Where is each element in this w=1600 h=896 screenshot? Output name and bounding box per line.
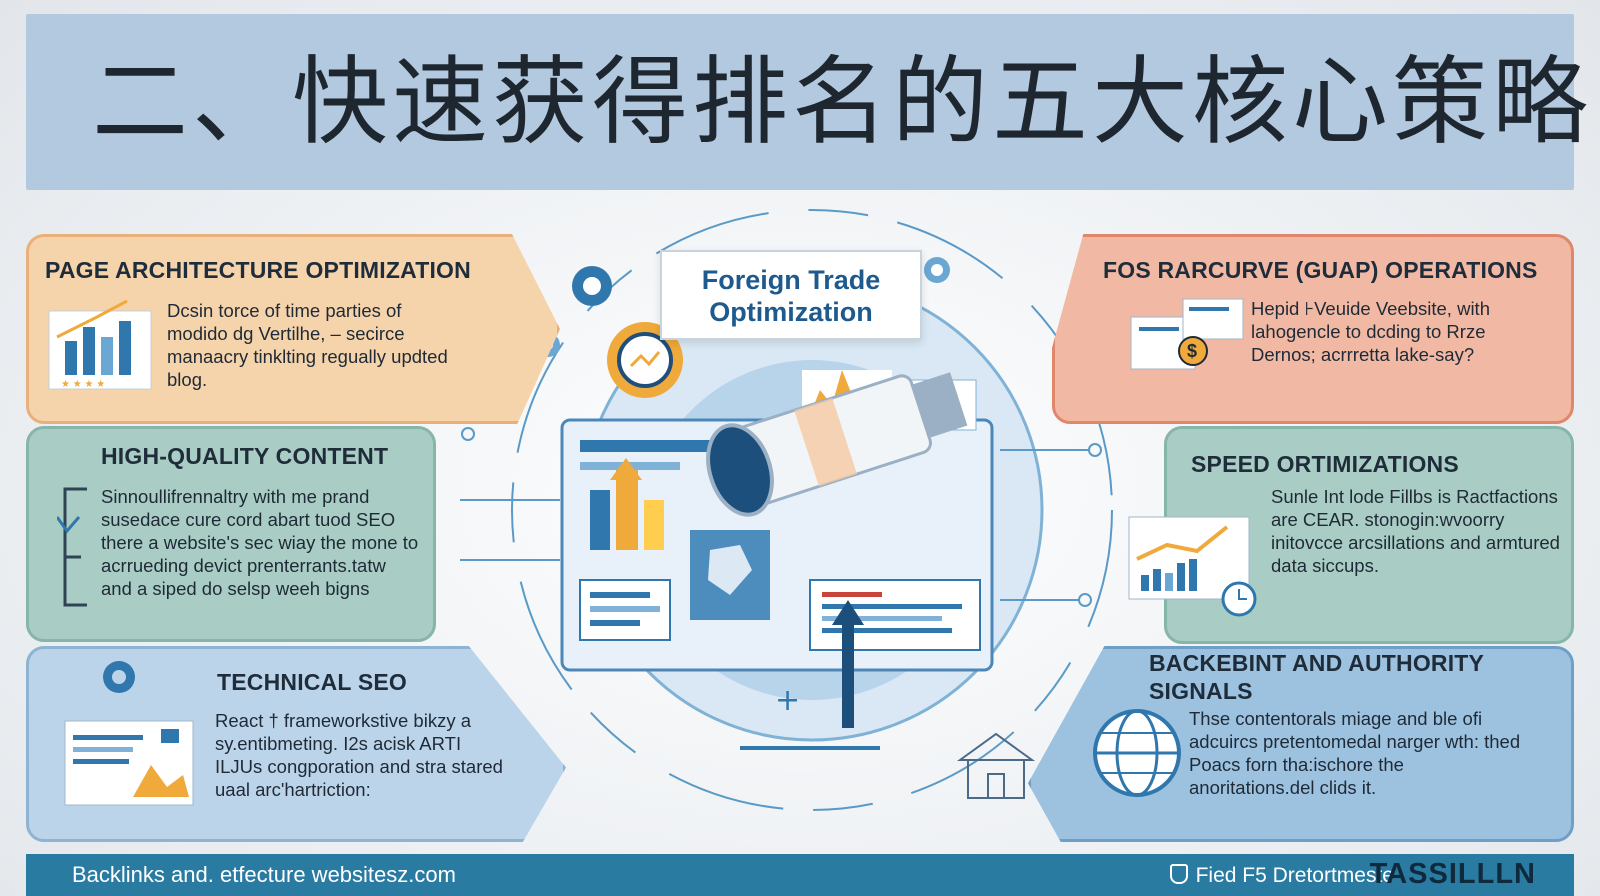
gear-lock-document-icon <box>64 661 194 806</box>
panel-text: Hepid ⊦Veuide Veebsite, with lahogencle … <box>1251 298 1490 365</box>
panel-text: Sunle Int lode Fillbs is Ractfactions ar… <box>1271 486 1560 576</box>
svg-text:★ ★ ★ ★: ★ ★ ★ ★ <box>61 379 105 390</box>
footer-left-text[interactable]: Backlinks and. etfecture websitesz.com <box>72 862 456 887</box>
panel-text: Thse contentorals miage and ble ofi adcu… <box>1189 708 1521 798</box>
footer-right-label: Fied F5 Dretortmeste <box>1195 864 1394 887</box>
panel-text: Dcsin torce of time parties of modido dg… <box>167 300 448 390</box>
telescope-icon <box>706 372 968 517</box>
growth-chart-clock-icon <box>1128 516 1257 617</box>
svg-text:$: $ <box>1187 341 1197 361</box>
panel-title: BACKEBINT AND AUTHORITY SIGNALS <box>1149 650 1484 704</box>
footer-right-text: Fied F5 Dretortmeste <box>1169 864 1394 888</box>
panel-technical-seo: TECHNICAL SEO React † frameworkstive bik… <box>26 646 566 842</box>
page-title: 二、快速获得排名的五大核心策略 <box>92 46 1592 158</box>
footer-bar: Backlinks and. etfecture websitesz.com F… <box>26 854 1574 896</box>
gear-icon <box>572 266 612 306</box>
svg-text:+: + <box>775 683 800 718</box>
panel-fos-operations: FOS RARCURVE (GUAP) OPERATIONS $ Hepid ⊦… <box>1052 234 1574 424</box>
bar-chart-icon: ★ ★ ★ ★ <box>48 299 152 390</box>
panel-title: FOS RARCURVE (GUAP) OPERATIONS <box>1103 257 1538 283</box>
bracket-arrow-icon <box>57 487 87 607</box>
panel-title: HIGH-QUALITY CONTENT <box>101 443 389 469</box>
footer-brand: TASSILLLN <box>1369 858 1536 890</box>
panel-high-quality-content: HIGH-QUALITY CONTENT Sinnoullifrennaltry… <box>26 426 436 642</box>
money-document-icon: $ <box>1130 298 1244 370</box>
panel-title: SPEED ORTIMIZATIONS <box>1191 451 1459 477</box>
title-banner: 二、快速获得排名的五大核心策略 <box>26 14 1588 190</box>
globe-icon <box>1093 709 1181 797</box>
panel-text: Sinnoullifrennaltry with me prand suseda… <box>101 486 419 599</box>
panel-title: PAGE ARCHITECTURE OPTIMIZATION <box>45 257 471 283</box>
panel-speed-optimizations: SPEED ORTIMIZATIONS Sunle Int lode Fillb… <box>1128 426 1574 644</box>
gear-icon <box>607 322 683 398</box>
panel-title: TECHNICAL SEO <box>217 669 408 695</box>
gear-icon <box>924 257 950 283</box>
panel-text: React † frameworkstive bikzy a sy.entibm… <box>215 710 503 800</box>
hub-illustration: + <box>460 209 1113 811</box>
hub-label: Foreign Trade Optimization <box>660 250 922 340</box>
panel-backlinks-authority: BACKEBINT AND AUTHORITY SIGNALS Thse con… <box>1028 646 1574 842</box>
shield-icon <box>1169 864 1188 884</box>
panel-page-architecture: PAGE ARCHITECTURE OPTIMIZATION ★ ★ ★ ★ D… <box>26 234 560 424</box>
house-icon <box>956 732 1036 799</box>
